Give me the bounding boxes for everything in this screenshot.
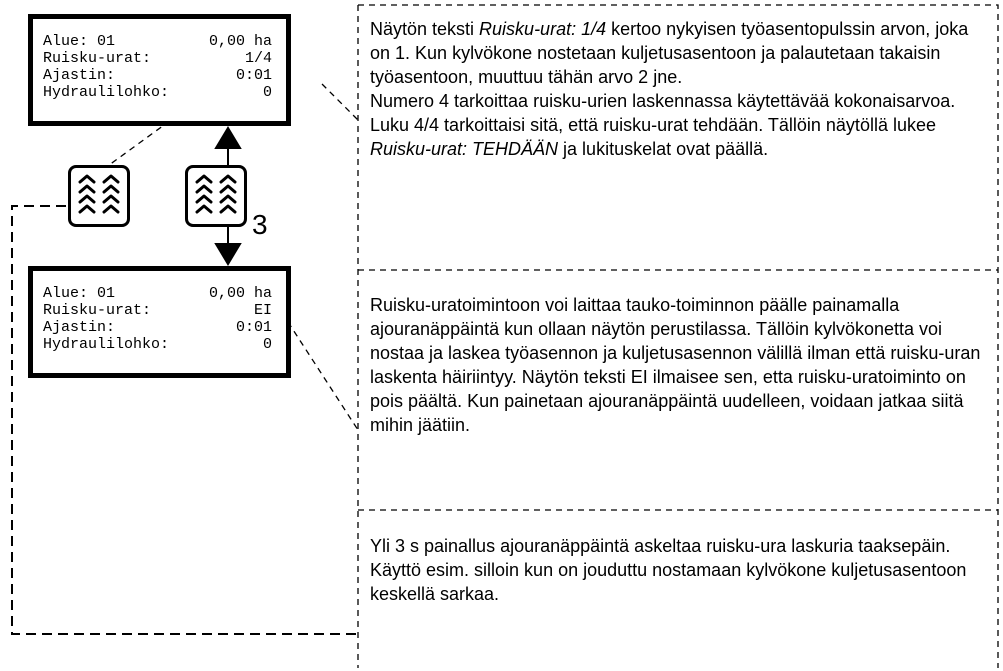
arrow-down-icon bbox=[214, 243, 242, 266]
hydraulic-value: 0 bbox=[262, 336, 272, 353]
timer-value: 0:01 bbox=[235, 67, 272, 84]
tramline-key-icon[interactable] bbox=[185, 165, 247, 227]
text-segment-italic: Ruisku-urat: TEHDÄÄN bbox=[370, 139, 559, 159]
explanation-text-3: Yli 3 s painallus ajouranäppäintä askelt… bbox=[370, 536, 967, 604]
arrow-up-icon bbox=[214, 126, 242, 149]
hydraulic-value: 0 bbox=[262, 84, 272, 101]
area-label: Alue: 01 bbox=[43, 285, 116, 302]
tramline-value: EI bbox=[253, 302, 272, 319]
area-value: 0,00 ha bbox=[208, 285, 272, 302]
text-segment: Numero 4 tarkoittaa ruisku-urien laskenn… bbox=[370, 91, 956, 135]
text-segment: Näytön teksti bbox=[370, 19, 480, 39]
explanation-text-1: Näytön teksti Ruisku-urat: 1/4 kertoo ny… bbox=[370, 17, 985, 161]
text-segment: ja lukituskelat ovat päällä. bbox=[558, 139, 769, 159]
tramline-label: Ruisku-urat: bbox=[43, 50, 152, 67]
display-screen-top: Alue: 01 0,00 ha Ruisku-urat: 1/4 Ajastin:… bbox=[28, 14, 291, 126]
display-screen-bottom: Alue: 01 0,00 ha Ruisku-urat: EI Ajastin: 0… bbox=[28, 266, 291, 378]
explanation-text-2: Ruisku-uratoimintoon voi laittaa tauko-t… bbox=[370, 295, 981, 435]
timer-label: Ajastin: bbox=[43, 67, 116, 84]
text-segment-italic: Ruisku-urat: 1/4 bbox=[479, 19, 607, 39]
text-segment: kertoo nykyisen työasentopulssin arvon, … bbox=[370, 19, 969, 87]
area-label: Alue: 01 bbox=[43, 33, 116, 50]
hydraulic-label: Hydraulilohko: bbox=[43, 84, 170, 101]
tramline-value: 1/4 bbox=[244, 50, 272, 67]
area-value: 0,00 ha bbox=[208, 33, 272, 50]
key-press-count: 3 bbox=[252, 209, 268, 240]
tramline-key-icon[interactable] bbox=[68, 165, 130, 227]
timer-value: 0:01 bbox=[235, 319, 272, 336]
hydraulic-label: Hydraulilohko: bbox=[43, 336, 170, 353]
timer-label: Ajastin: bbox=[43, 319, 116, 336]
tramline-label: Ruisku-urat: bbox=[43, 302, 152, 319]
